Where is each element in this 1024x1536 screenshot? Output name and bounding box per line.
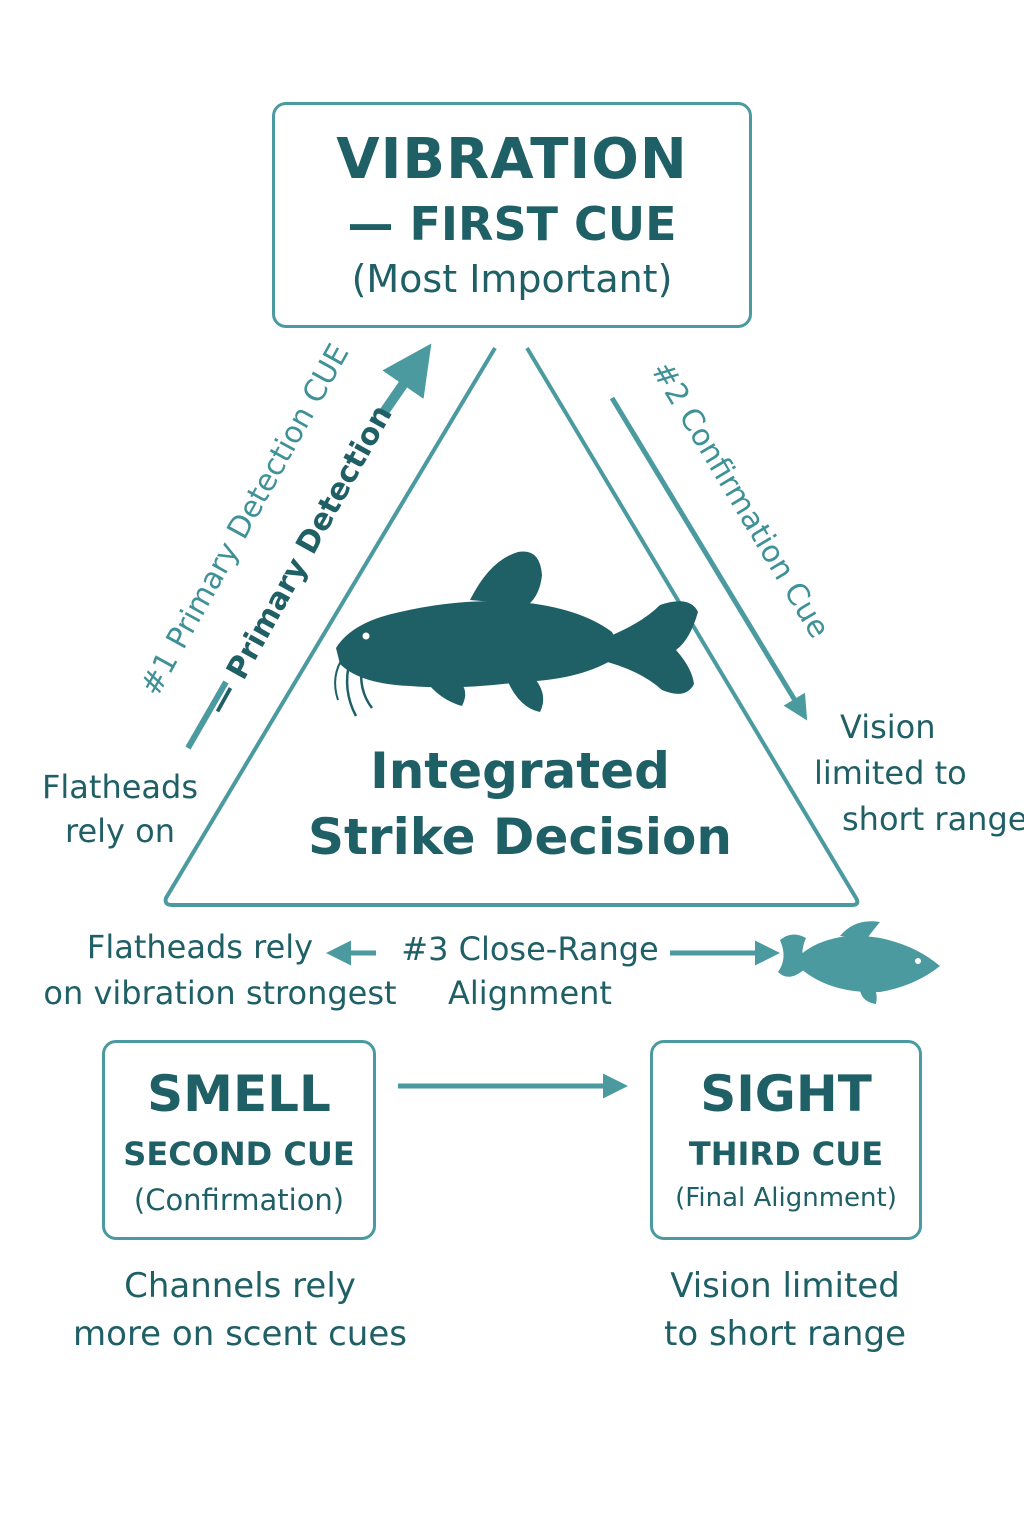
right-note-line3: short range	[842, 800, 1024, 838]
right-note-line1: Vision	[840, 708, 936, 746]
smell-title: SMELL	[147, 1065, 331, 1123]
smell-note-line2: more on scent cues	[73, 1314, 407, 1354]
small-fish-icon	[778, 921, 940, 1004]
sight-box: SIGHT THIRD CUE (Final Alignment)	[650, 1040, 922, 1240]
left-note-line2: rely on	[65, 812, 175, 850]
primary-detection-arrow-upper	[377, 343, 432, 418]
vibration-subtitle: — FIRST CUE	[347, 197, 677, 251]
smell-subtitle: SECOND CUE	[123, 1135, 355, 1173]
smell-note-line1: Channels rely	[124, 1266, 356, 1306]
catfish-icon	[334, 551, 698, 717]
sight-subtitle: THIRD CUE	[688, 1135, 884, 1173]
sight-note: (Final Alignment)	[675, 1183, 897, 1213]
vibration-note: (Most Important)	[351, 257, 673, 301]
smell-box: SMELL SECOND CUE (Confirmation)	[102, 1040, 376, 1240]
smell-note: (Confirmation)	[133, 1183, 345, 1217]
alignment-label-line1: #3 Close-Range	[401, 930, 659, 968]
confirmation-arrow	[609, 396, 808, 721]
primary-detection-arrow-lower	[185, 680, 229, 750]
triangle-frame	[163, 346, 860, 907]
vibration-title: VIBRATION	[336, 127, 688, 192]
bottom-left-note-line1: Flatheads rely	[86, 928, 314, 966]
center-title-line2: Strike Decision	[308, 808, 732, 866]
center-title-line1: Integrated	[370, 742, 670, 800]
right-note-line2: limited to	[814, 754, 967, 792]
bottom-left-note-line2: on vibration strongest	[43, 974, 397, 1012]
left-note-line1: Flatheads	[41, 768, 198, 806]
vibration-box: VIBRATION — FIRST CUE (Most Important)	[272, 102, 752, 328]
sight-title: SIGHT	[700, 1065, 872, 1123]
sight-note-line2: to short range	[664, 1314, 906, 1354]
sight-note-line1: Vision limited	[670, 1266, 900, 1306]
alignment-label-line2: Alignment	[448, 974, 612, 1012]
